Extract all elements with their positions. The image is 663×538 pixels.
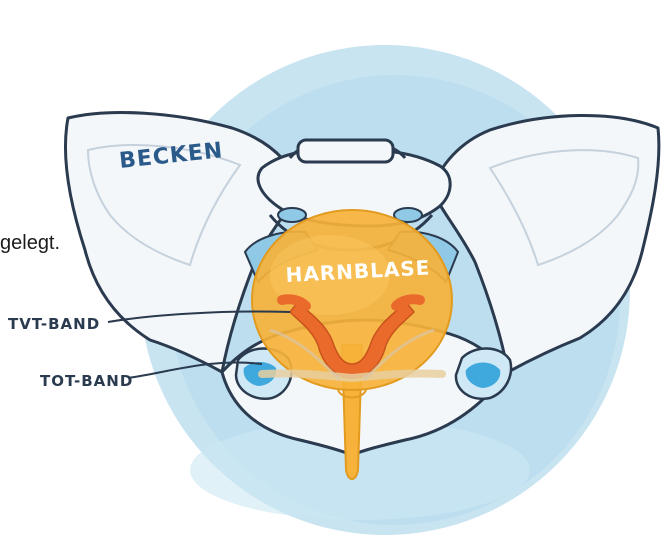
tot-band-label: TOT-BAND — [40, 372, 133, 390]
tvt-band-label: TVT-BAND — [8, 315, 100, 333]
